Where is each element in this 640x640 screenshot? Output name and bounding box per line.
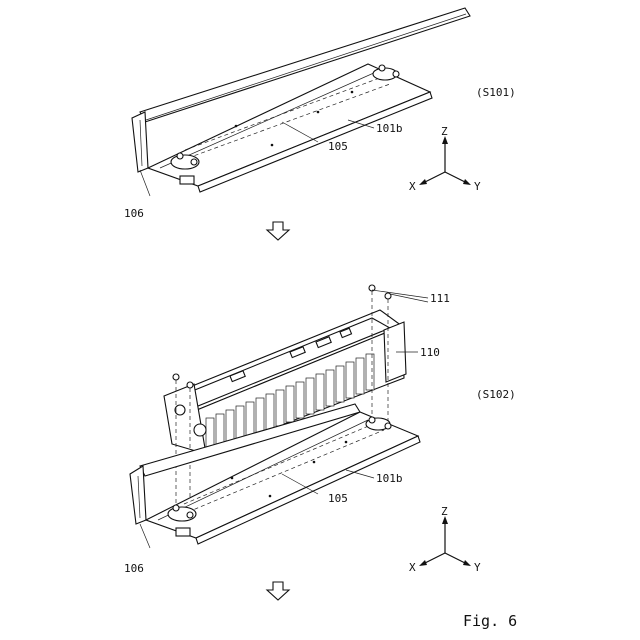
step2-axis-triad <box>419 516 471 566</box>
step1-label-tray: 101b <box>376 122 403 135</box>
step1-axis-y: Y <box>474 180 481 193</box>
step1-axis-x: X <box>409 180 416 193</box>
step1-label-bracket: 106 <box>124 207 144 220</box>
step2-label-bracket: 106 <box>124 562 144 575</box>
step2-label-tray: 101b <box>376 472 403 485</box>
step2-label-rail: 105 <box>328 492 348 505</box>
step1-axis-triad <box>419 136 471 185</box>
step1-step-label: (S101) <box>476 86 516 99</box>
step1-label-rail: 105 <box>328 140 348 153</box>
step2-label-module: 110 <box>420 346 440 359</box>
step2-axis-z: Z <box>441 505 448 518</box>
figure-caption: Fig. 6 <box>463 612 517 630</box>
process-arrow-icon <box>267 222 289 240</box>
step2-label-bolts: 111 <box>430 292 450 305</box>
step1-axis-z: Z <box>441 125 448 138</box>
step2-axis-y: Y <box>474 561 481 574</box>
process-arrow-icon <box>267 582 289 600</box>
step1-tray-drawing <box>132 8 470 196</box>
step2-axis-x: X <box>409 561 416 574</box>
step2-step-label: (S102) <box>476 388 516 401</box>
